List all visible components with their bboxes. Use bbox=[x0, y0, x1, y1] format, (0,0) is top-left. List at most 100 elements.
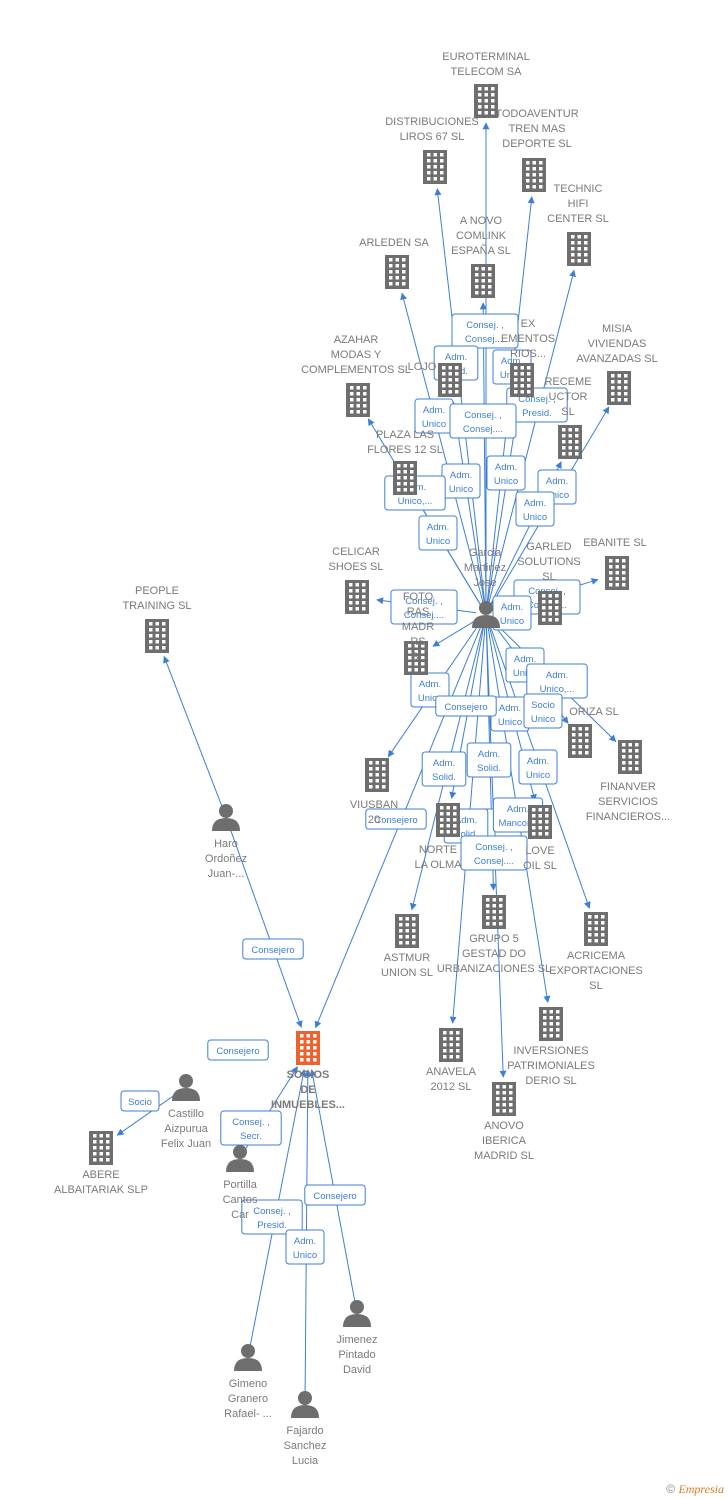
building-window bbox=[350, 398, 354, 402]
node-doriza[interactable]: ORIZA SL bbox=[568, 706, 619, 758]
building-window bbox=[615, 565, 619, 569]
node-complementos[interactable]: EXEMENTOSRIOS... bbox=[501, 318, 555, 397]
building-window bbox=[548, 606, 552, 610]
building-window bbox=[362, 589, 366, 593]
edge-label[interactable]: Consejero bbox=[435, 695, 497, 717]
edge-label-text: Adm. bbox=[524, 498, 546, 509]
building-window bbox=[543, 1016, 547, 1020]
node-label: COMPLEMENTOS SL bbox=[301, 364, 411, 376]
edge-label[interactable]: Adm.Unico bbox=[418, 515, 458, 551]
node-arleden[interactable]: ARLEDEN SA bbox=[359, 237, 430, 289]
building-window bbox=[486, 904, 490, 908]
building-window bbox=[149, 640, 153, 644]
building-window bbox=[555, 618, 559, 622]
edge-label[interactable]: Adm.Unico bbox=[518, 749, 558, 785]
edge-label-box bbox=[460, 835, 528, 871]
building-window bbox=[453, 824, 457, 828]
node-haro[interactable]: HaroOrdoñezJuan-... bbox=[205, 804, 247, 880]
edge-label[interactable]: Adm.Solid. bbox=[421, 751, 467, 787]
edge-label[interactable]: Consej. ,Secr. bbox=[220, 1110, 282, 1146]
node-gimeno[interactable]: GimenoGraneroRafael- ... bbox=[224, 1344, 272, 1420]
footer-brand[interactable]: © Empresia bbox=[666, 1482, 724, 1497]
edge-label-text: Consejero bbox=[374, 815, 417, 826]
building-window bbox=[488, 285, 492, 289]
building-window bbox=[455, 378, 459, 382]
edge-label[interactable]: Consejero bbox=[207, 1039, 269, 1061]
building-window bbox=[300, 1040, 304, 1044]
building-window bbox=[421, 650, 425, 654]
node-socios[interactable]: SOCIOSDEINMUEBLES... bbox=[271, 1031, 345, 1111]
building-window bbox=[555, 612, 559, 616]
node-finanver[interactable]: FINANVERSERVICIOSFINANCIEROS... bbox=[586, 740, 670, 823]
edge-label[interactable]: Consej. ,Consej.... bbox=[451, 313, 519, 349]
building-window bbox=[395, 282, 399, 286]
edge-label[interactable]: Consejero bbox=[304, 1184, 366, 1206]
building-window bbox=[568, 428, 572, 432]
edge-label[interactable]: Consej. ,Consej.... bbox=[390, 589, 458, 625]
edge-label[interactable]: Consej. ,Consej.... bbox=[449, 403, 517, 439]
copyright-symbol: © bbox=[666, 1482, 676, 1496]
building-icon bbox=[605, 556, 629, 590]
edge-label[interactable]: Adm.Unico bbox=[414, 398, 454, 434]
building-window bbox=[427, 153, 431, 157]
edge-label[interactable]: Adm.Unico bbox=[285, 1229, 325, 1265]
building-window bbox=[556, 1022, 560, 1026]
edge-label[interactable]: Adm.Unico bbox=[486, 455, 526, 491]
node-label: AVANZADAS SL bbox=[576, 353, 658, 365]
edge-label[interactable]: Adm.Unico,... bbox=[526, 663, 588, 699]
edge-label[interactable]: Adm.Unico bbox=[492, 595, 532, 631]
edge-label[interactable]: Adm.Solid. bbox=[466, 742, 512, 778]
person-head bbox=[233, 1145, 247, 1159]
node-lojo[interactable]: LOJO bbox=[408, 361, 462, 397]
edge-label[interactable]: Adm.Unico bbox=[441, 463, 481, 499]
building-window bbox=[99, 1158, 103, 1162]
building-window bbox=[578, 751, 582, 755]
node-ebanite[interactable]: EBANITE SL bbox=[583, 537, 647, 590]
building-window bbox=[617, 392, 621, 396]
building-window bbox=[514, 366, 518, 370]
building-window bbox=[306, 1046, 310, 1050]
edge-label[interactable]: Adm.Unico bbox=[490, 696, 530, 732]
building-window bbox=[577, 253, 581, 257]
person-body bbox=[291, 1405, 319, 1418]
edge-label[interactable]: Adm.Unico bbox=[515, 491, 555, 527]
building-window bbox=[486, 910, 490, 914]
edge-label[interactable]: Consejero bbox=[365, 808, 427, 830]
node-label: MODAS Y bbox=[331, 349, 382, 361]
edge-label-text: Adm. bbox=[423, 405, 445, 416]
edge-label[interactable]: Consej. ,Consej.... bbox=[460, 835, 528, 871]
edge-label[interactable]: Consej. ,Presid. bbox=[241, 1199, 303, 1235]
edge-label[interactable]: Socio bbox=[120, 1090, 160, 1112]
node-label: DEPORTE SL bbox=[502, 138, 572, 150]
edge-label[interactable]: Consejero bbox=[242, 938, 304, 960]
